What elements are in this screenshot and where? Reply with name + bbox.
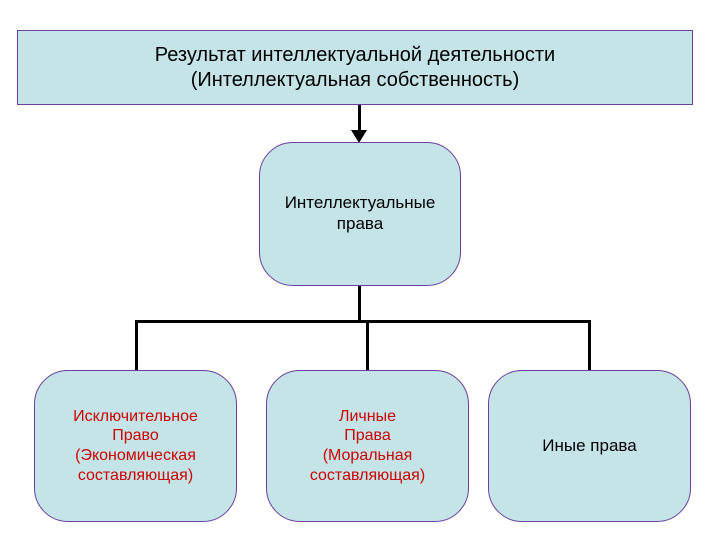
node-personal-rights: Личные Права (Моральная составляющая) [266, 370, 469, 522]
connector-drop-other [588, 320, 591, 372]
connector-rights-down [358, 286, 361, 322]
arrowhead-root-to-rights-icon [351, 130, 367, 143]
node-intellectual-activity-result: Результат интеллектуальной деятельности … [17, 30, 693, 105]
connector-root-to-rights [358, 105, 361, 132]
connector-drop-personal [366, 320, 369, 372]
node-other-rights: Иные права [488, 370, 691, 522]
connector-horizontal-bus [135, 320, 590, 323]
connector-drop-exclusive [135, 320, 138, 372]
node-intellectual-rights: Интеллектуальные права [259, 142, 461, 286]
node-exclusive-right: Исключительное Право (Экономическая сост… [34, 370, 237, 522]
